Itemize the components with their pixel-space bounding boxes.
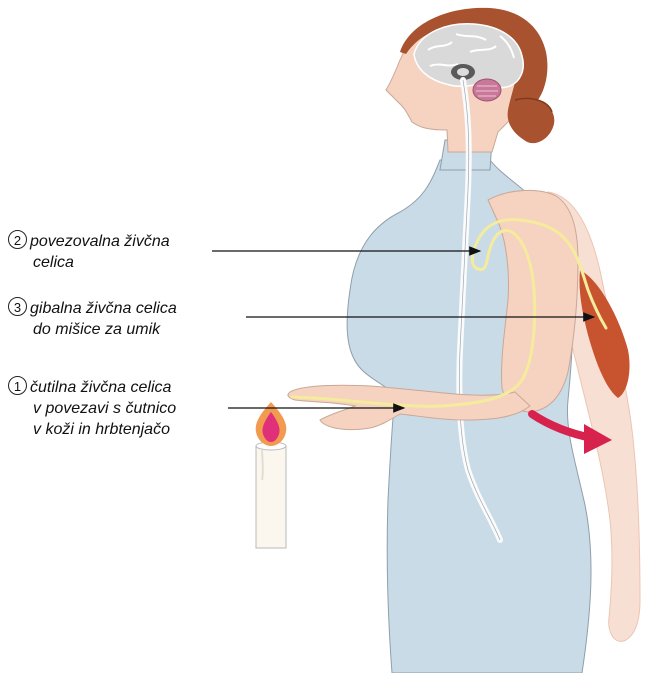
label-line: čutilna živčna celica: [30, 379, 171, 396]
label-line: v povezavi s čutnico: [8, 398, 176, 419]
candle: [256, 402, 287, 548]
label-line: povezovalna živčna: [30, 233, 170, 250]
label-number: 1: [8, 376, 27, 395]
label-line: gibalna živčna celica: [30, 300, 177, 317]
label-number: 2: [8, 230, 27, 249]
label-number: 3: [8, 297, 27, 316]
label-line: do mišice za umik: [8, 319, 177, 340]
label-line: v koži in hrbtenjačo: [8, 419, 176, 440]
label-line: celica: [8, 252, 170, 273]
